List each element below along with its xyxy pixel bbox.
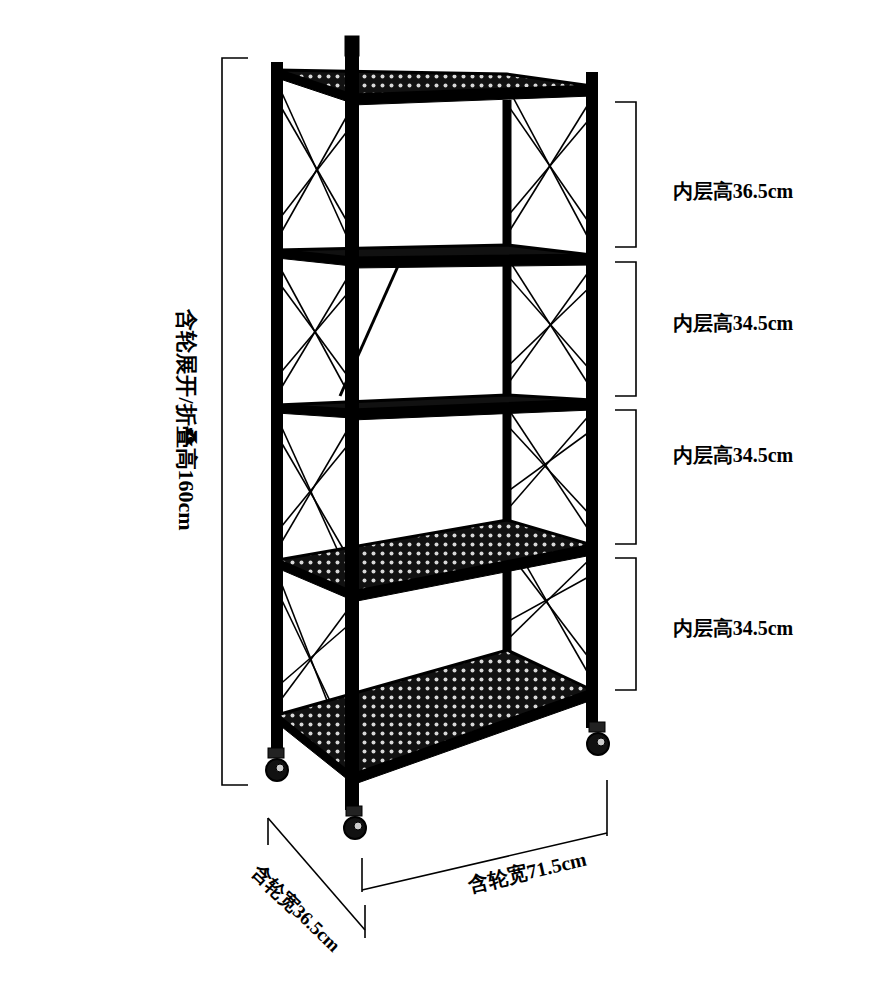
side-lattice (507, 425, 592, 517)
side-lattice (277, 440, 352, 532)
shelf-rail (352, 545, 592, 602)
dimension-brackets (222, 58, 636, 938)
side-lattice (277, 604, 352, 705)
shelf-rail (352, 400, 592, 420)
shelf-rail (277, 250, 352, 266)
side-lattice (507, 116, 592, 217)
shelf-rail (277, 405, 352, 418)
side-lattice (277, 435, 352, 564)
caster-wheel (587, 733, 609, 755)
frame-post (503, 100, 512, 680)
side-lattice (277, 422, 352, 550)
caster-mount (268, 748, 284, 758)
shelf-rail (277, 560, 352, 600)
side-lattice (277, 262, 352, 400)
tier-height-label: 内层高34.5cm (673, 313, 794, 333)
frame-post (586, 72, 598, 728)
height-label: 含轮展开/折叠高160cm (175, 309, 197, 530)
caster-mount (346, 806, 362, 816)
frame-post (345, 38, 359, 810)
caster-wheel (344, 817, 366, 839)
side-lattice (277, 280, 352, 382)
caster-hub (276, 764, 284, 772)
side-lattice (507, 412, 592, 510)
caster-hub (597, 738, 605, 746)
side-lattice (507, 267, 592, 385)
tier-height-label: 内层高34.5cm (673, 445, 794, 465)
side-lattice (277, 100, 352, 230)
side-lattice (507, 257, 592, 390)
side-lattice (277, 125, 352, 222)
caster-wheel (266, 759, 288, 781)
side-lattice (277, 622, 352, 687)
side-lattice (507, 86, 592, 245)
shelf-rail (352, 255, 592, 268)
side-lattice (277, 288, 352, 377)
width-label: 含轮宽36.5cm (248, 861, 344, 954)
shelf-rail (352, 690, 592, 785)
side-lattice (277, 270, 352, 395)
caster-hub (354, 822, 362, 830)
side-lattice (507, 285, 592, 367)
side-lattice (507, 98, 592, 235)
side-lattice (507, 104, 592, 227)
shelf-rail (352, 86, 592, 105)
side-lattice (277, 82, 352, 248)
side-lattice (507, 430, 592, 492)
caster-mount (589, 722, 605, 732)
shelf-rail (277, 70, 352, 103)
width-label: 含轮宽71.5cm (466, 849, 588, 896)
side-lattice (507, 575, 592, 622)
side-lattice (507, 275, 592, 372)
tier-height-label: 内层高36.5cm (673, 181, 794, 201)
post-cap (345, 36, 359, 56)
tier-height-label: 内层高34.5cm (673, 618, 794, 638)
side-lattice (277, 107, 352, 240)
side-lattice (507, 407, 592, 535)
